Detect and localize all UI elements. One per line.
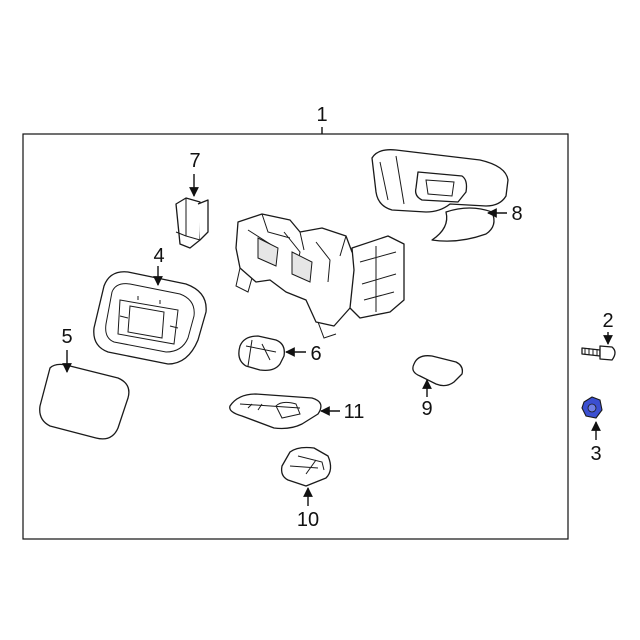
callout-8[interactable]: 8 xyxy=(487,203,523,225)
callout-6[interactable]: 6 xyxy=(285,343,322,365)
callout-9[interactable]: 9 xyxy=(421,379,433,420)
part-4-mirror-backing[interactable] xyxy=(93,271,207,365)
callout-7-label: 7 xyxy=(189,150,200,172)
callout-3-label: 3 xyxy=(590,443,601,465)
callout-5[interactable]: 5 xyxy=(61,326,73,373)
callout-5-label: 5 xyxy=(61,326,72,348)
callout-7[interactable]: 7 xyxy=(189,150,201,197)
callout-2-label: 2 xyxy=(602,310,613,332)
part-5-mirror-glass[interactable] xyxy=(39,363,130,440)
part-9-lamp-lens[interactable] xyxy=(412,355,464,387)
callout-3[interactable]: 3 xyxy=(590,421,602,465)
callout-11-label: 11 xyxy=(344,401,365,423)
callout-4[interactable]: 4 xyxy=(153,245,165,286)
callout-8-label: 8 xyxy=(511,203,522,225)
callout-1[interactable]: 1 xyxy=(316,104,328,134)
assembly-frame xyxy=(22,133,569,540)
callout-10[interactable]: 10 xyxy=(297,487,319,531)
part-8-mirror-cover[interactable] xyxy=(371,149,509,242)
callout-9-label: 9 xyxy=(421,398,432,420)
callout-6-label: 6 xyxy=(310,343,321,365)
callout-2[interactable]: 2 xyxy=(602,310,614,345)
part-2-screw[interactable] xyxy=(581,345,616,361)
part-3-nut[interactable] xyxy=(581,396,603,419)
callout-10-label: 10 xyxy=(297,509,319,531)
callout-11[interactable]: 11 xyxy=(320,401,365,423)
part-11-turn-signal-lamp[interactable] xyxy=(229,393,322,430)
callout-4-label: 4 xyxy=(153,245,164,267)
callout-1-label: 1 xyxy=(316,104,327,126)
mirror-base-assembly xyxy=(235,213,405,339)
part-10-puddle-lamp[interactable] xyxy=(280,446,332,487)
part-6-actuator-motor[interactable] xyxy=(238,335,285,372)
part-7-bracket[interactable] xyxy=(175,197,209,249)
